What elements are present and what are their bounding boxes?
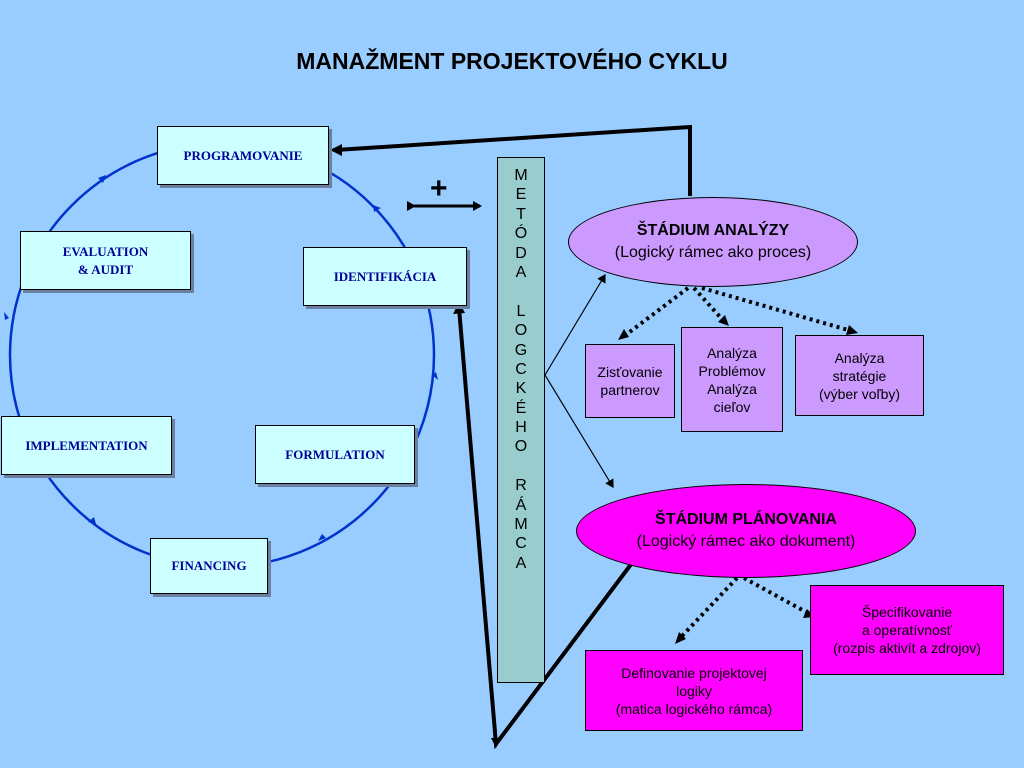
planning-box-logic-line3: (matica logického rámca) bbox=[615, 700, 773, 717]
arrow-to-planning bbox=[544, 374, 614, 489]
planning-box-logic[interactable]: Definovanie projektovej logiky (matica l… bbox=[585, 650, 803, 731]
cycle-arrow-1 bbox=[98, 175, 106, 183]
dotted-analysis-1 bbox=[625, 286, 690, 336]
analysis-box-problems[interactable]: Analýza Problémov Analýza cieľov bbox=[681, 327, 783, 432]
method-letter: T bbox=[516, 205, 526, 223]
feedback-line-top bbox=[335, 124, 692, 196]
method-letter bbox=[498, 282, 544, 301]
analysis-box-problems-line3: Analýza bbox=[707, 380, 757, 397]
planning-stage-title: ŠTÁDIUM PLÁNOVANIA bbox=[655, 511, 837, 528]
method-letter: L bbox=[516, 302, 526, 320]
planning-box-specification[interactable]: Špecifikovanie a operatívnosť (rozpis ak… bbox=[810, 585, 1004, 675]
method-letter: R bbox=[515, 477, 527, 495]
dotted-planning-2 bbox=[743, 576, 807, 614]
dotted-planning-1 bbox=[680, 576, 739, 638]
cycle-arrow-4 bbox=[318, 534, 326, 541]
method-letter: Ó bbox=[514, 225, 528, 243]
analysis-box-partners-line1: Zisťovanie bbox=[597, 364, 663, 380]
method-letter: O bbox=[514, 438, 528, 456]
method-letter: H bbox=[515, 419, 527, 437]
method-letter: M bbox=[514, 167, 528, 184]
cycle-arrow-5 bbox=[88, 517, 96, 524]
analysis-box-problems-line2: Problémov bbox=[698, 362, 766, 379]
method-letter: D bbox=[515, 244, 527, 262]
method-letter: C bbox=[515, 360, 527, 378]
box-identifikacia-label: IDENTIFIKÁCIA bbox=[333, 268, 437, 284]
method-letter: K bbox=[515, 380, 527, 398]
method-letter: Á bbox=[515, 496, 527, 514]
planning-box-specification-line2: a operatívnosť bbox=[861, 622, 953, 638]
method-letter: O bbox=[514, 322, 528, 340]
dotted-analysis-3 bbox=[701, 286, 849, 332]
box-financing[interactable]: FINANCING bbox=[150, 538, 268, 594]
analysis-box-strategy[interactable]: Analýza stratégie (výber voľby) bbox=[795, 335, 924, 416]
planning-box-logic-line2: logiky bbox=[676, 682, 712, 699]
box-identifikacia[interactable]: IDENTIFIKÁCIA bbox=[303, 247, 467, 306]
box-implementation[interactable]: IMPLEMENTATION bbox=[1, 416, 172, 475]
planning-stage[interactable]: ŠTÁDIUM PLÁNOVANIA (Logický rámec ako do… bbox=[576, 484, 916, 578]
planning-stage-subtitle: (Logický rámec ako dokument) bbox=[636, 533, 856, 550]
box-evaluation-line1: EVALUATION bbox=[62, 243, 149, 259]
cycle-arrow-2 bbox=[373, 205, 381, 212]
analysis-box-strategy-line3: (výber voľby) bbox=[818, 385, 901, 402]
cycle-arrow-6 bbox=[4, 312, 9, 320]
planning-box-specification-line1: Špecifikovanie bbox=[861, 604, 953, 620]
box-programovanie[interactable]: PROGRAMOVANIE bbox=[157, 126, 329, 185]
planning-box-specification-line3: (rozpis aktivít a zdrojov) bbox=[833, 640, 981, 656]
analysis-box-strategy-line2: stratégie bbox=[832, 367, 887, 384]
box-formulation-label: FORMULATION bbox=[285, 446, 385, 462]
box-evaluation[interactable]: EVALUATION & AUDIT bbox=[20, 231, 191, 290]
method-letter: A bbox=[515, 263, 527, 281]
box-evaluation-line2: & AUDIT bbox=[77, 261, 134, 277]
analysis-box-problems-line1: Analýza bbox=[707, 344, 757, 361]
analysis-box-partners-line2: partnerov bbox=[600, 382, 660, 398]
box-formulation[interactable]: FORMULATION bbox=[255, 425, 415, 484]
method-letter bbox=[498, 457, 544, 476]
method-letter: C bbox=[515, 535, 527, 553]
box-programovanie-label: PROGRAMOVANIE bbox=[183, 147, 303, 163]
method-letter: A bbox=[515, 554, 527, 572]
cycle-arrow-3 bbox=[432, 372, 438, 380]
method-letter: G bbox=[514, 341, 528, 359]
analysis-box-problems-line4: cieľov bbox=[713, 398, 751, 415]
cycle-circle bbox=[8, 141, 436, 569]
page-title: MANAŽMENT PROJEKTOVÉHO CYKLU bbox=[296, 48, 728, 74]
plus-sign: + bbox=[430, 172, 448, 205]
analysis-box-partners[interactable]: Zisťovanie partnerov bbox=[585, 344, 675, 418]
arrow-to-analysis bbox=[544, 273, 606, 376]
method-letter: É bbox=[515, 399, 527, 417]
analysis-stage-title: ŠTÁDIUM ANALÝZY bbox=[636, 222, 790, 239]
planning-box-logic-line1: Definovanie projektovej bbox=[621, 664, 767, 681]
method-letter: M bbox=[514, 516, 528, 534]
analysis-stage[interactable]: ŠTÁDIUM ANALÝZY (Logický rámec ako proce… bbox=[568, 197, 858, 287]
analysis-stage-subtitle: (Logický rámec ako proces) bbox=[614, 244, 812, 261]
box-implementation-label: IMPLEMENTATION bbox=[25, 437, 148, 453]
box-financing-label: FINANCING bbox=[171, 558, 247, 573]
method-letter: E bbox=[515, 186, 527, 204]
analysis-box-strategy-line1: Analýza bbox=[834, 349, 885, 366]
